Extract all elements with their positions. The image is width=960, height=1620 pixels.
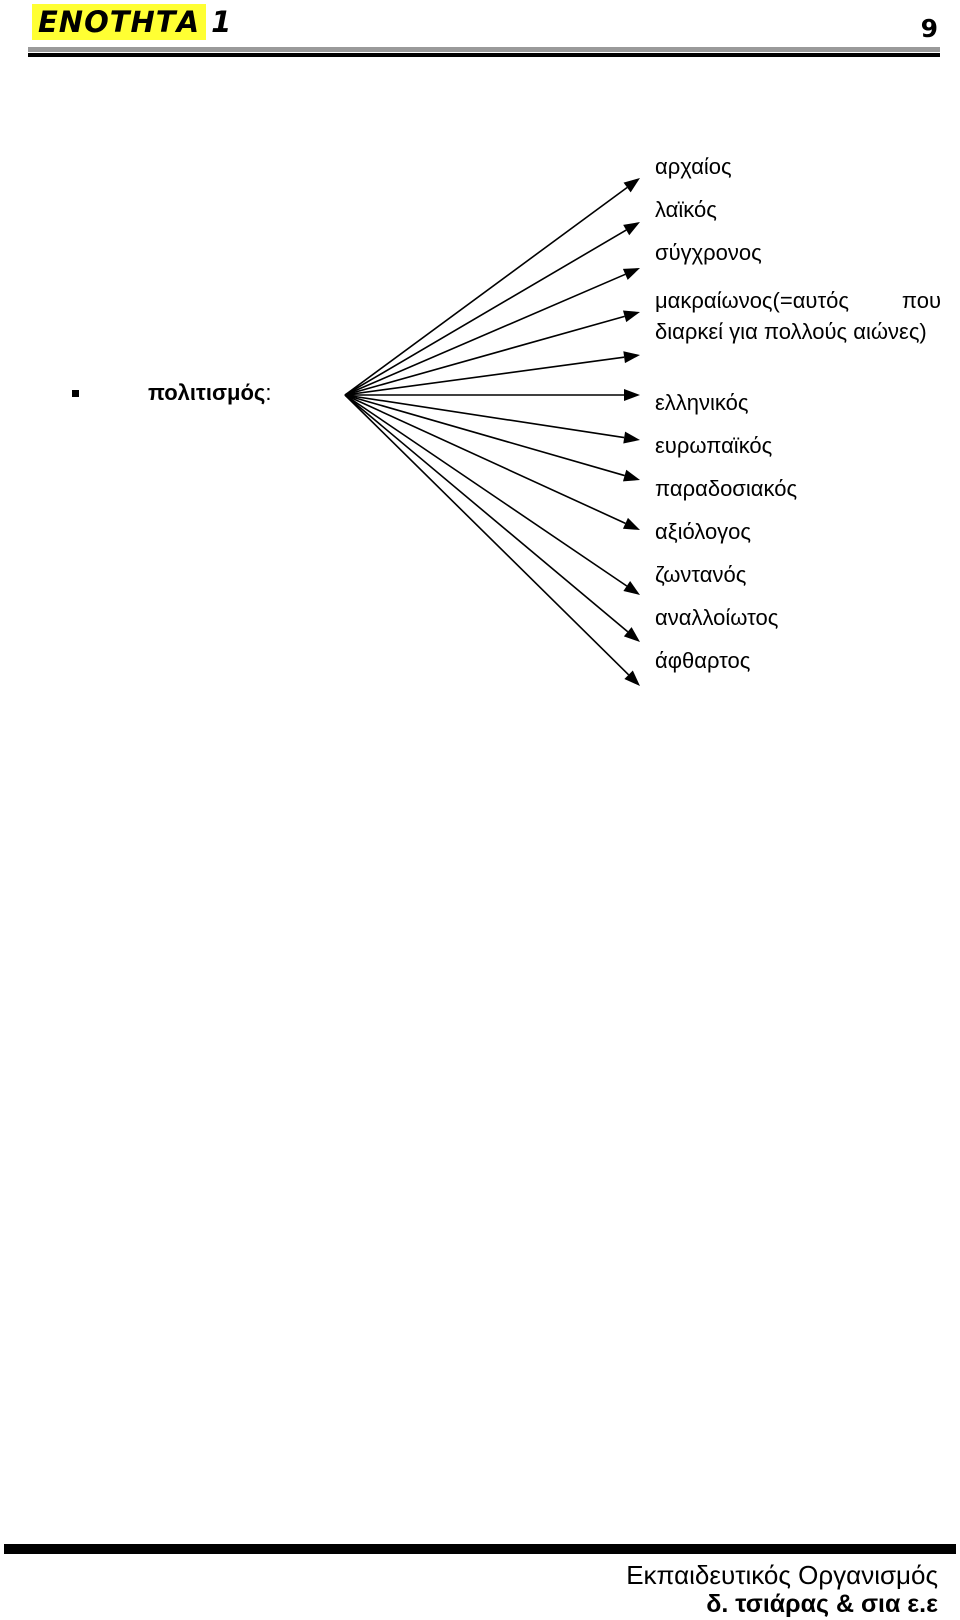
- entry-term: πολιτισμός:: [148, 380, 271, 406]
- adjective-6: ευρωπαϊκός: [655, 433, 773, 458]
- bullet-icon: [72, 390, 79, 397]
- adjective-11: άφθαρτος: [655, 648, 751, 673]
- footer-publisher: δ. τσιάρας & σια ε.ε: [706, 1590, 938, 1618]
- arrowhead-icon: [623, 178, 640, 193]
- arrowhead-icon: [623, 627, 640, 642]
- arrow-line-2: [344, 229, 627, 396]
- arrow-line-3: [344, 273, 626, 396]
- footer-organization: Εκπαιδευτικός Οργανισμός: [626, 1560, 938, 1590]
- footer-divider: [4, 1544, 956, 1554]
- adjective-8: αξιόλογος: [655, 519, 752, 544]
- adjective-5: ελληνικός: [655, 390, 749, 415]
- adjective-7: παραδοσιακός: [655, 476, 798, 501]
- arrow-line-4: [344, 315, 625, 396]
- header-divider-black: [28, 53, 940, 57]
- arrowhead-icon: [624, 670, 640, 686]
- adjective-4: μακραίωνος(=αυτός που διαρκεί για πολλού…: [655, 288, 941, 344]
- arrow-line-12: [344, 394, 630, 676]
- adjective-2: λαϊκός: [655, 197, 717, 222]
- arrowhead-icon: [622, 310, 640, 323]
- term-word: πολιτισμός: [148, 380, 266, 405]
- term-colon: :: [265, 380, 272, 405]
- arrow-line-8: [344, 394, 625, 477]
- page-number: 9: [920, 14, 938, 43]
- arrowhead-icon: [623, 222, 640, 236]
- arrow-line-10: [344, 394, 628, 587]
- arrowhead-icon: [623, 581, 640, 595]
- adjective-1: αρχαίος: [655, 154, 732, 179]
- arrowhead-icon: [622, 517, 640, 530]
- header-divider-grey: [28, 47, 940, 52]
- arrowhead-icon: [623, 351, 640, 364]
- adjective-9: ζωντανός: [655, 562, 747, 587]
- arrow-line-5: [344, 356, 625, 396]
- arrow-line-9: [344, 394, 626, 525]
- section-title: ΕΝΟΤΗΤΑ 1: [32, 4, 231, 40]
- adjective-10: αναλλοίωτος: [655, 605, 779, 630]
- arrowhead-icon: [623, 431, 640, 444]
- arrow-line-7: [344, 394, 625, 439]
- arrow-line-1: [344, 186, 628, 396]
- arrowhead-icon: [622, 268, 640, 280]
- adjective-3: σύγχρονος: [655, 240, 762, 265]
- arrowhead-icon: [624, 389, 640, 401]
- arrowhead-icon: [622, 469, 640, 482]
- arrow-line-11: [344, 394, 629, 633]
